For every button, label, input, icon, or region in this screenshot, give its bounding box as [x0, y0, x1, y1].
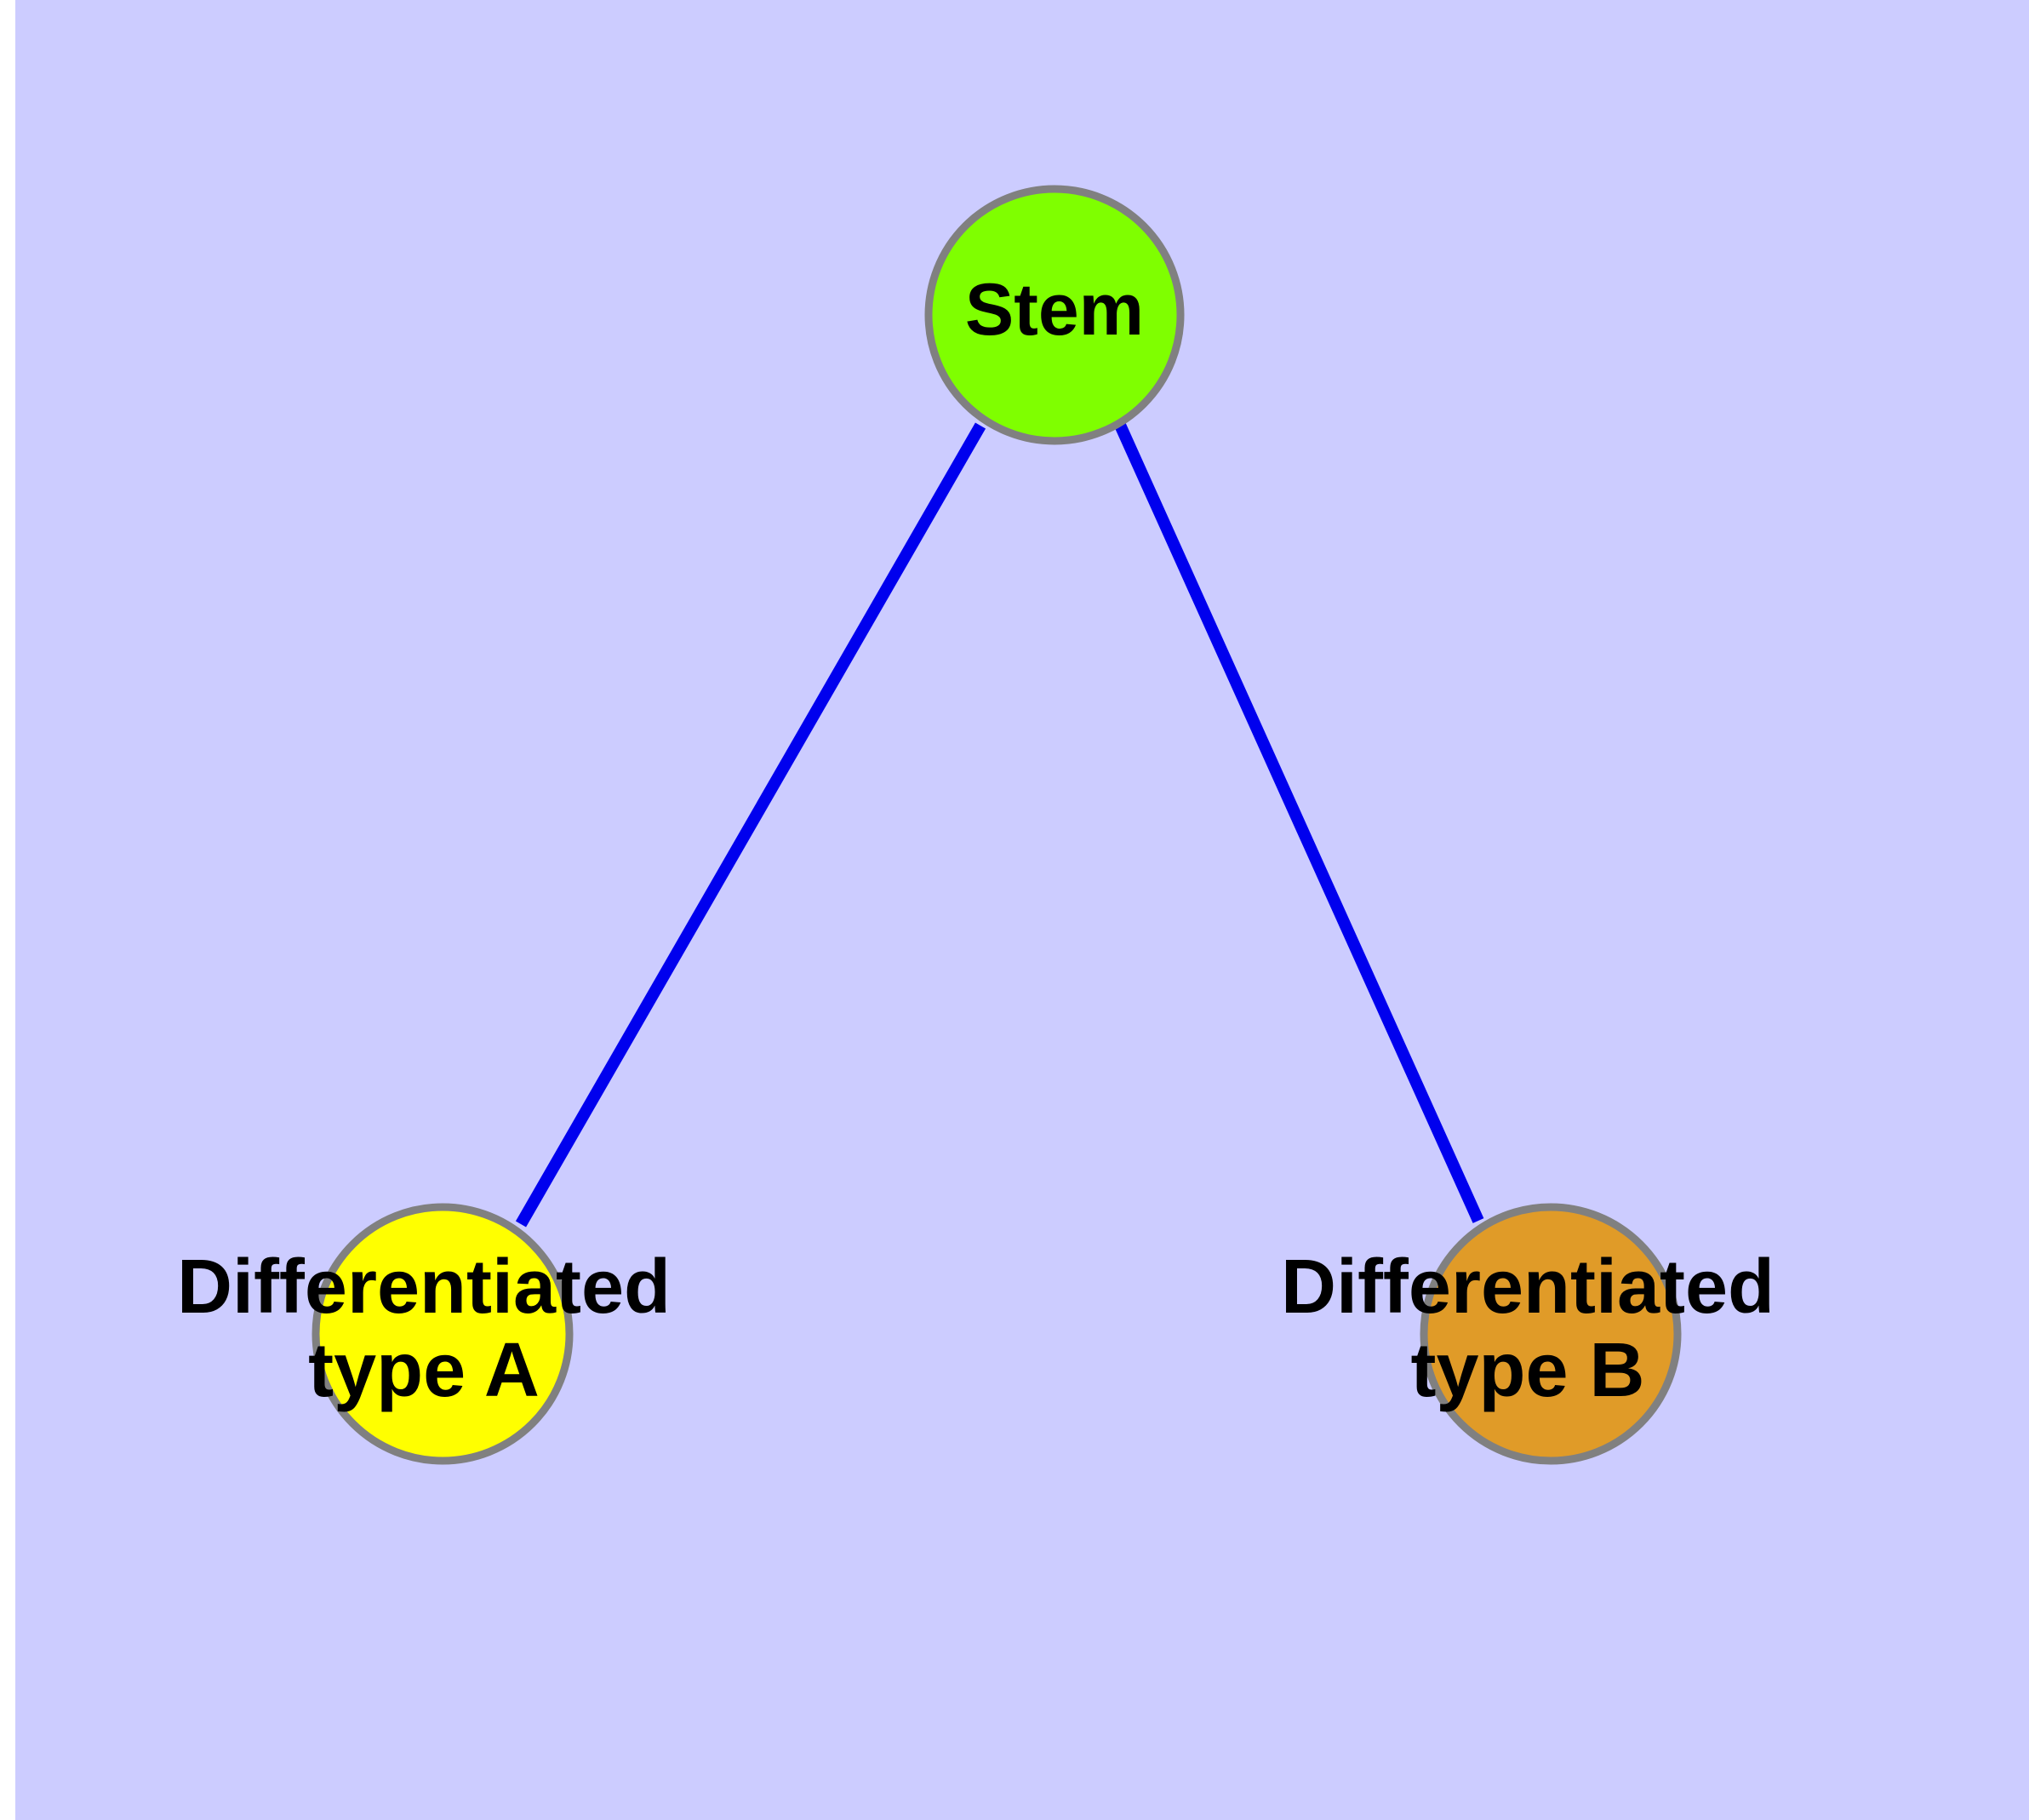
graph-edge-stem-to-diff-a[interactable] — [515, 422, 986, 1228]
label-line: type A — [308, 1328, 540, 1413]
nodes-layer — [311, 185, 1682, 1465]
label-line: type B — [1410, 1328, 1644, 1413]
label-line: Differentiated — [1281, 1245, 1775, 1330]
graph-node-diff_b[interactable] — [1420, 1203, 1682, 1465]
graph-edge-stem-to-diff-b[interactable] — [1113, 421, 1484, 1223]
graph-node-stem[interactable] — [924, 185, 1185, 445]
edges-layer — [515, 421, 1484, 1228]
label-line: Differentiated — [177, 1245, 671, 1330]
label-line: Stem — [965, 269, 1144, 351]
graph-node-diff_a[interactable] — [311, 1203, 574, 1465]
graph-node-label-stem: Stem — [965, 269, 1144, 351]
